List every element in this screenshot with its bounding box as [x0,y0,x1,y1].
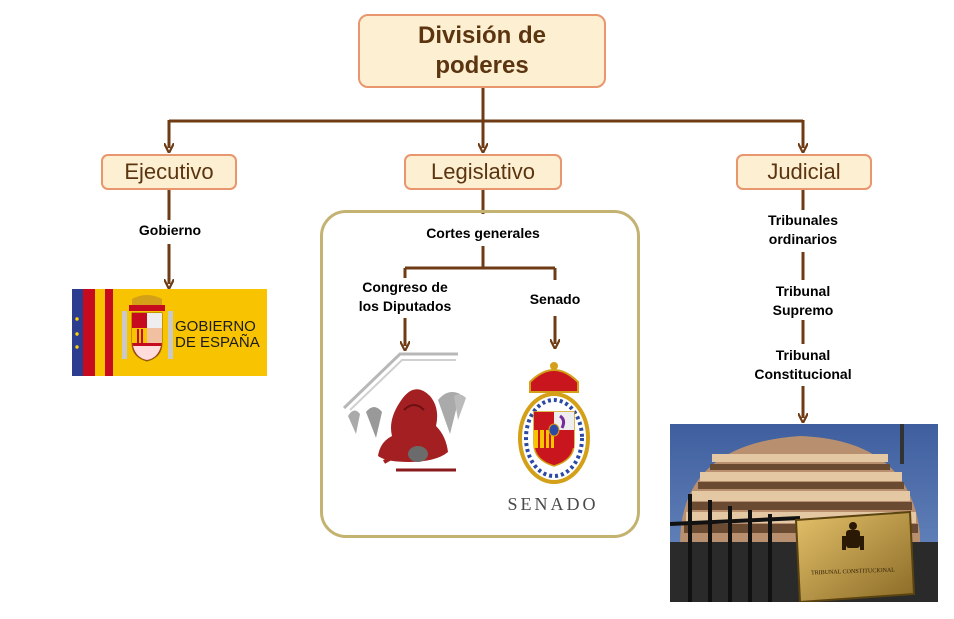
tribunal-constitucional-photo: TRIBUNAL CONSTITUCIONAL [670,424,938,602]
gobierno-logo: GOBIERNO DE ESPAÑA [72,289,267,376]
ejecutivo-body-label: Gobierno [110,221,230,240]
judicial-level-3: Tribunal Constitucional [733,346,873,384]
judicial-level-1: Tribunales ordinarios [743,211,863,249]
judicial-level-2: Tribunal Supremo [743,282,863,320]
branch-legislativo: Legislativo [404,154,562,190]
congreso-logo-icon [342,352,466,472]
root-node: División de poderes [358,14,606,88]
senado-emblem-icon [518,362,590,484]
branch-legislativo-label: Legislativo [431,159,535,184]
root-title: División de poderes [417,22,547,79]
branch-ejecutivo: Ejecutivo [101,154,237,190]
branch-judicial-label: Judicial [767,159,841,184]
cortes-generales-frame [320,210,640,538]
gobierno-logo-text: GOBIERNO DE ESPAÑA [175,318,260,351]
branch-judicial: Judicial [736,154,872,190]
chamber-label-congreso: Congreso de los Diputados [345,278,465,316]
cortes-generales-label: Cortes generales [398,224,568,243]
chamber-label-senado: Senado [512,290,598,309]
branch-ejecutivo-label: Ejecutivo [124,159,214,184]
senado-logo-text: SENADO [507,494,599,514]
coat-of-arms-icon [75,295,173,362]
